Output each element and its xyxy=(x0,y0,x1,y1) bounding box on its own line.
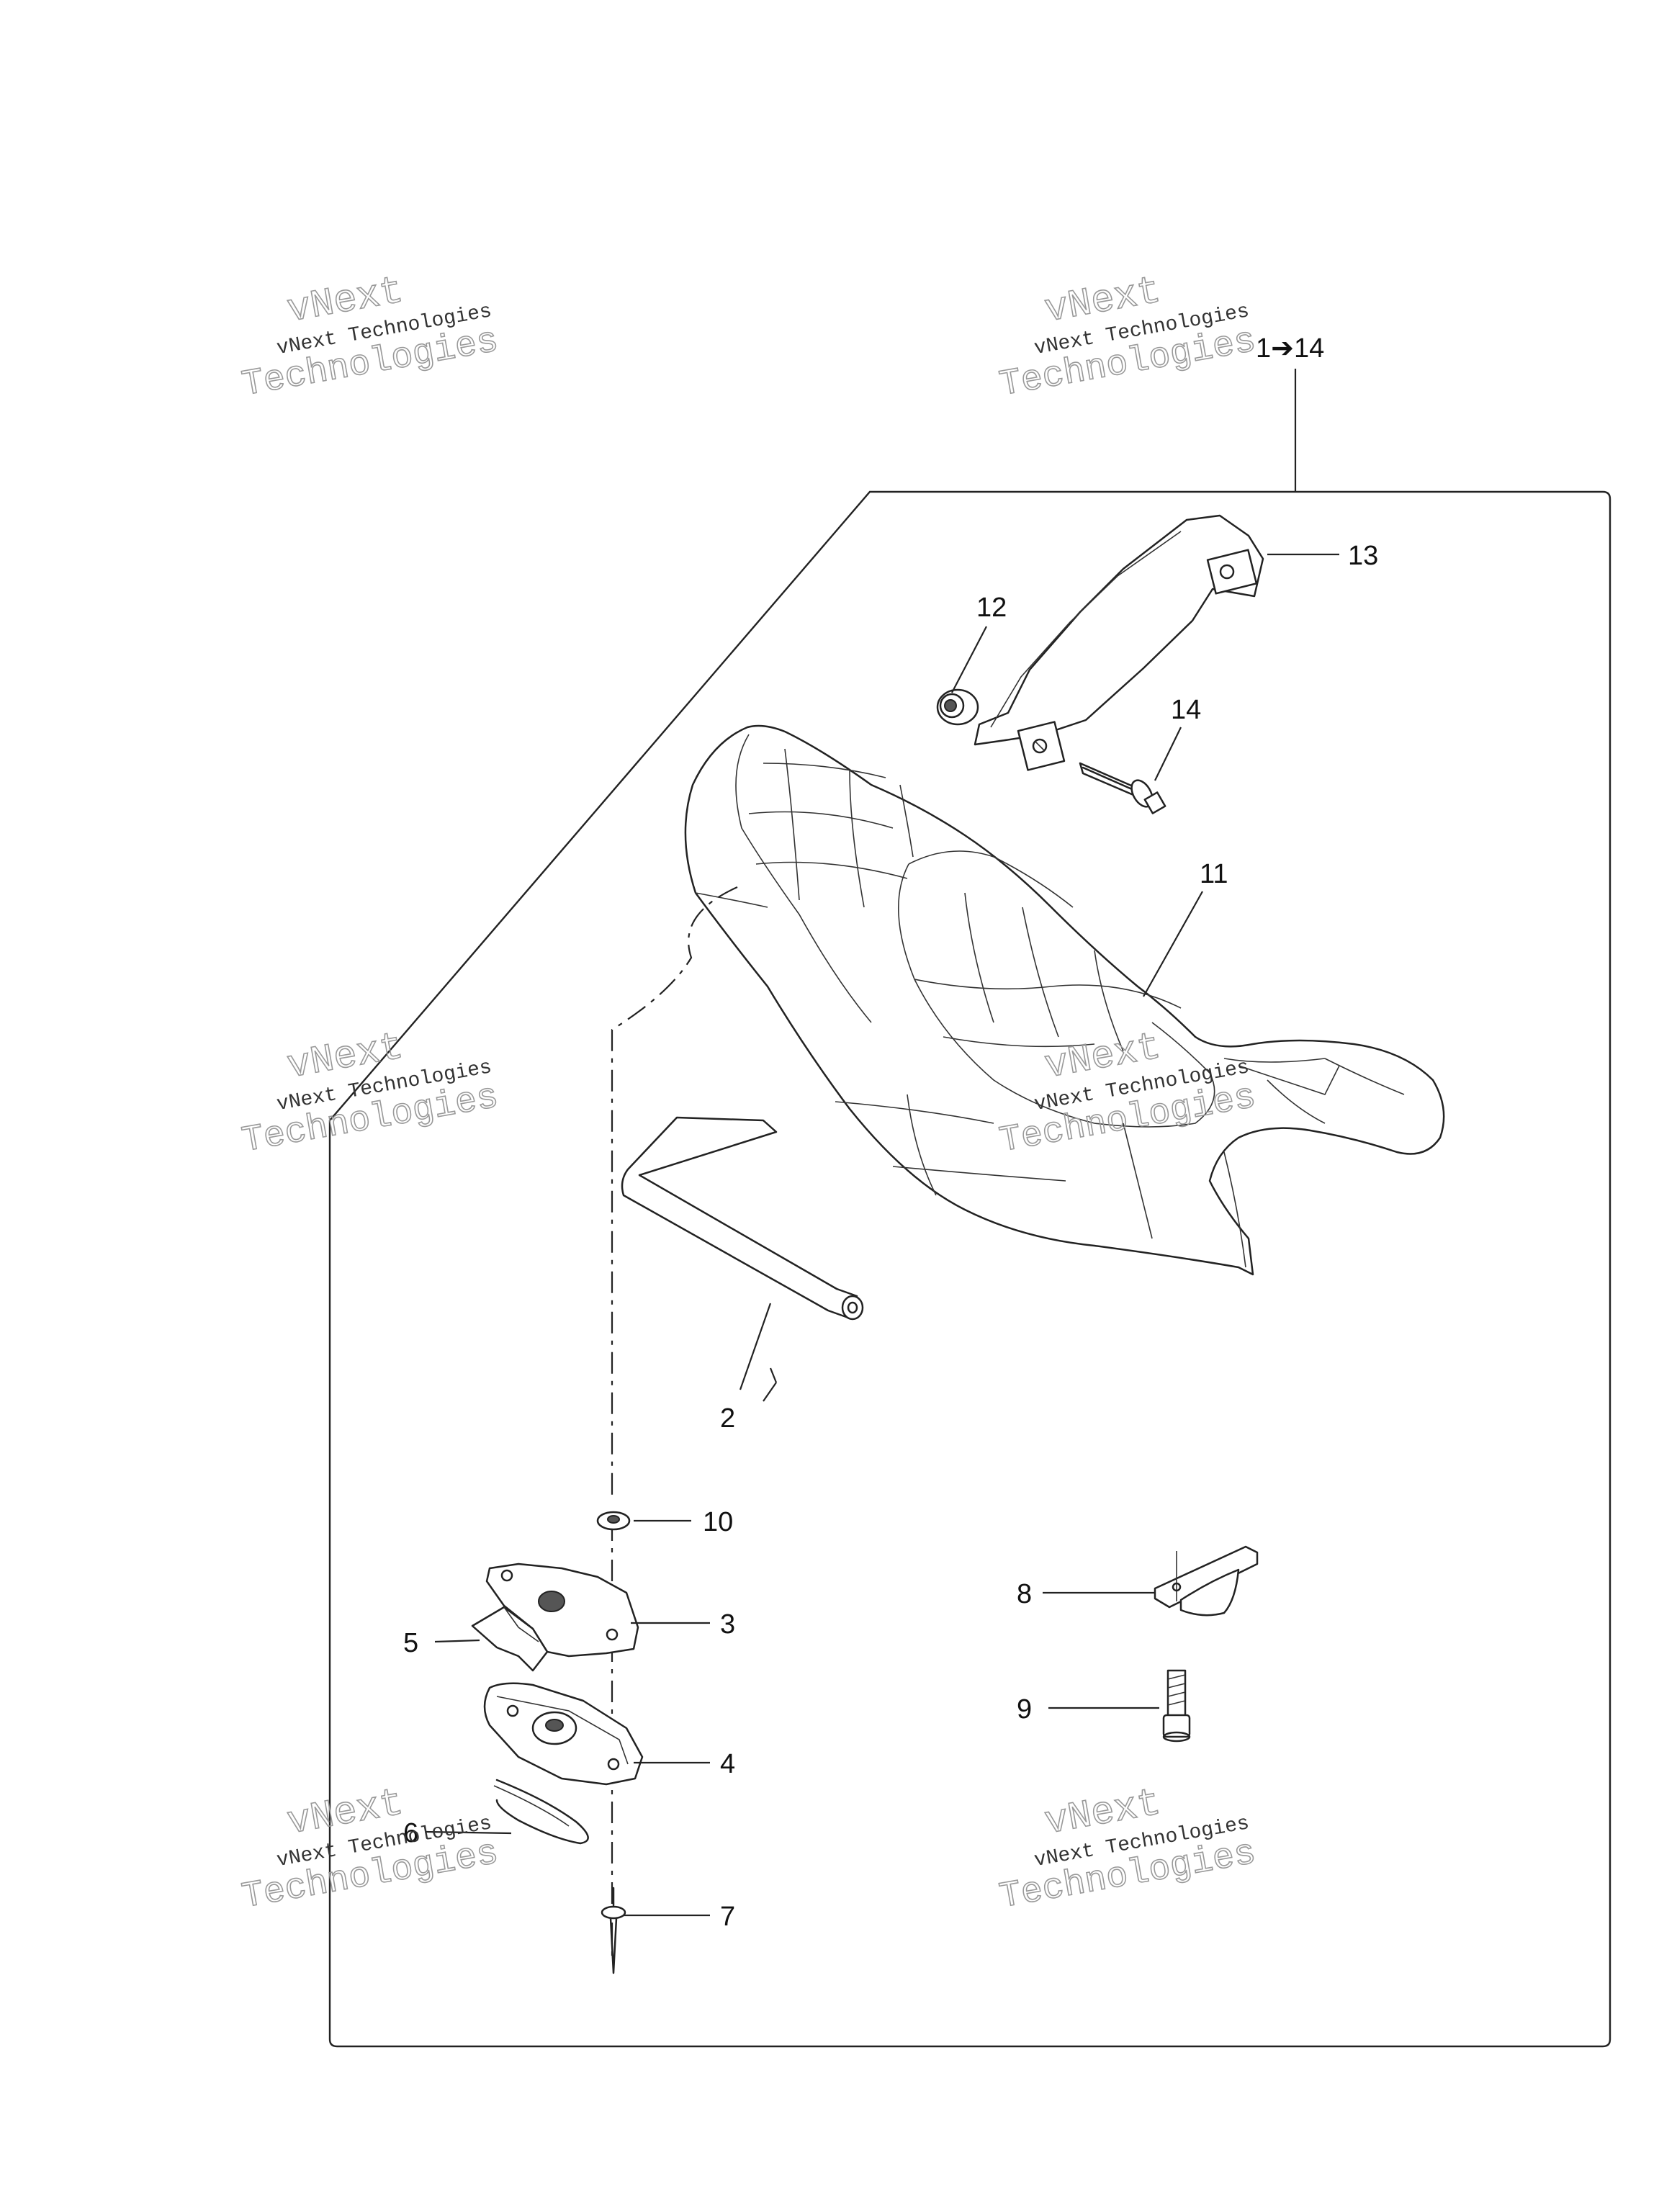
grab-handle xyxy=(974,514,1264,771)
striker-bracket xyxy=(1154,1545,1259,1617)
seat xyxy=(684,724,1445,1276)
leader-lines xyxy=(424,553,1339,1917)
callout-6: 6 xyxy=(403,1818,418,1848)
striker-bolt xyxy=(1162,1669,1191,1743)
watermark-2: vNext vNext Technologies Technologies xyxy=(996,269,1259,407)
callout-10: 10 xyxy=(703,1507,733,1537)
watermark-5: vNext vNext Technologies Technologies xyxy=(238,1781,502,1919)
axis-line xyxy=(611,886,738,1959)
callout-5: 5 xyxy=(403,1628,418,1658)
rubber-bumper xyxy=(936,688,979,726)
callout-14: 14 xyxy=(1171,695,1201,725)
assembly-frame xyxy=(328,369,1611,2048)
callout-11: 11 xyxy=(1200,859,1228,889)
callout-3: 3 xyxy=(720,1609,735,1640)
watermark-3: vNext vNext Technologies Technologies xyxy=(238,1025,502,1163)
watermark-1: vNext vNext Technologies Technologies xyxy=(238,269,502,407)
seat-lock-rod xyxy=(621,1116,864,1321)
watermark-6: vNext vNext Technologies Technologies xyxy=(996,1781,1259,1919)
callout-4: 4 xyxy=(720,1749,735,1779)
callout-8: 8 xyxy=(1017,1579,1032,1609)
latch-base xyxy=(483,1682,644,1786)
rivet xyxy=(601,1887,626,1974)
callout-7: 7 xyxy=(720,1902,735,1932)
callout-2: 2 xyxy=(720,1403,735,1434)
washer xyxy=(596,1511,631,1531)
callout-9: 9 xyxy=(1017,1694,1032,1725)
callout-13: 13 xyxy=(1348,541,1378,571)
latch-plate xyxy=(471,1563,639,1672)
assembly-callout: 1➔14 xyxy=(1256,333,1324,364)
release-cable xyxy=(493,1779,589,1845)
callout-12: 12 xyxy=(976,593,1007,623)
handle-screw xyxy=(1079,762,1166,814)
